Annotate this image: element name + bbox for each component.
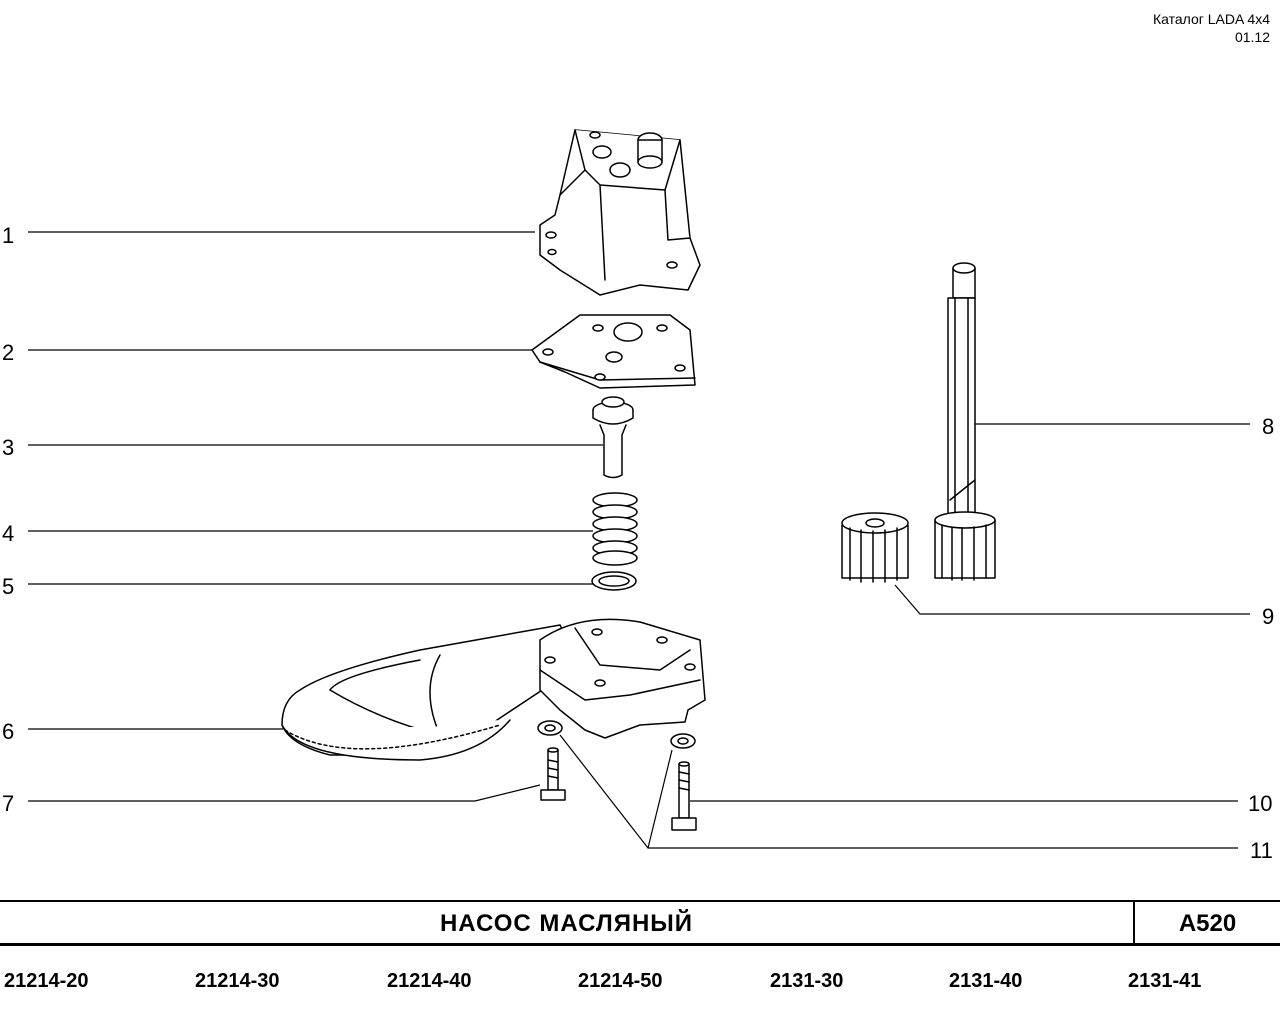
cover-plate-part: [531, 314, 696, 389]
model-item: 21214-20: [4, 970, 89, 992]
title-bar: НАСОС МАСЛЯНЫЙ A520: [0, 900, 1280, 946]
model-item: 2131-41: [1128, 970, 1202, 992]
callout-1: 1: [2, 223, 14, 248]
callout-6: 6: [2, 719, 14, 744]
leader-line-11b: [647, 749, 673, 849]
exploded-parts-diagram: 1 2 3 4 5 6 7 8 9 10 11: [2, 129, 1274, 863]
driven-gear-part: [841, 512, 909, 583]
model-item: 21214-30: [195, 970, 280, 992]
callout-2: 2: [2, 340, 14, 365]
model-item: 21214-40: [387, 970, 472, 992]
callout-3: 3: [2, 435, 14, 460]
callout-8: 8: [1262, 414, 1274, 439]
bolt-short-part: [540, 747, 566, 801]
catalog-name: Каталог LADA 4x4: [1152, 11, 1270, 27]
callout-4: 4: [2, 521, 14, 546]
callout-9: 9: [1262, 604, 1274, 629]
washer-part: [591, 571, 637, 591]
model-item: 2131-40: [949, 970, 1023, 992]
catalog-header: Каталог LADA 4x4 01.12: [1153, 10, 1270, 46]
page-title: НАСОС МАСЛЯНЫЙ: [0, 902, 1135, 943]
catalog-date: 01.12: [1234, 29, 1270, 45]
leader-line-9: [894, 584, 1250, 615]
model-item: 21214-50: [578, 970, 663, 992]
model-item: 2131-30: [770, 970, 844, 992]
leader-line-7: [28, 784, 541, 802]
section-code: A520: [1178, 910, 1237, 937]
valve-spring-part: [592, 492, 638, 566]
callout-11: 11: [1250, 838, 1273, 863]
bolt-long-part: [671, 761, 697, 831]
callout-5: 5: [2, 574, 14, 599]
pump-body-part: [539, 129, 701, 296]
callout-10: 10: [1248, 791, 1272, 816]
relief-valve-part: [592, 396, 634, 479]
model-list: 21214-20 21214-30 21214-40 21214-50 2131…: [0, 970, 1280, 1000]
small-washers-part: [537, 720, 696, 749]
callout-7: 7: [2, 791, 14, 816]
drive-shaft-part: [934, 262, 996, 581]
housing-strainer-part: [281, 618, 706, 761]
